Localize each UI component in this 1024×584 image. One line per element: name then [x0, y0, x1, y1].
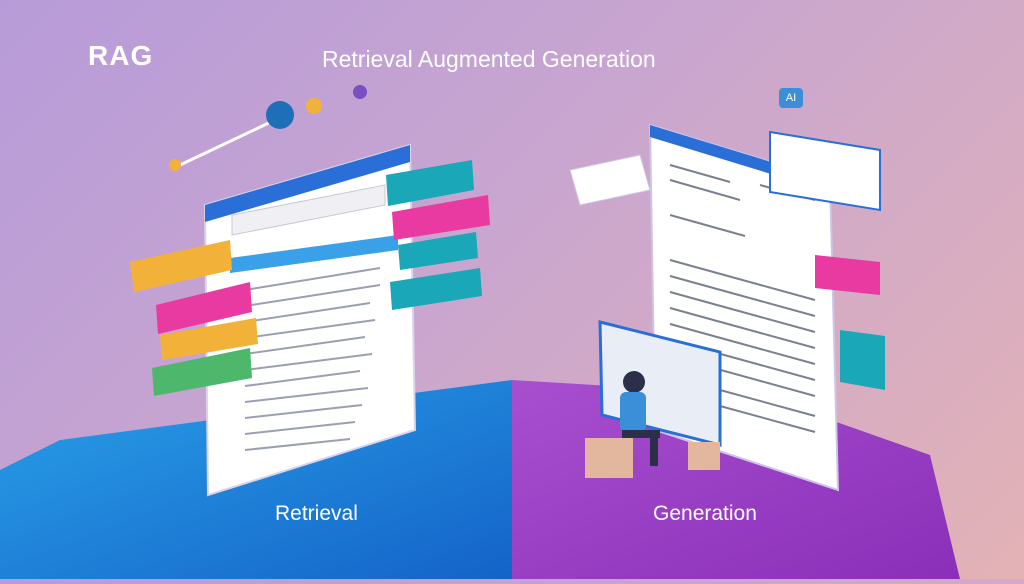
generation-label: Generation — [653, 502, 757, 525]
retrieval-connectors — [169, 85, 367, 171]
page-title: Retrieval Augmented Generation — [322, 46, 656, 72]
retrieval-browser-window — [203, 143, 417, 497]
ai-badge: AI — [779, 88, 803, 108]
person-at-computer — [585, 320, 722, 478]
retrieval-cards — [130, 160, 490, 396]
retrieval-label: Retrieval — [275, 502, 358, 525]
rag-logo: RAG — [88, 40, 154, 71]
